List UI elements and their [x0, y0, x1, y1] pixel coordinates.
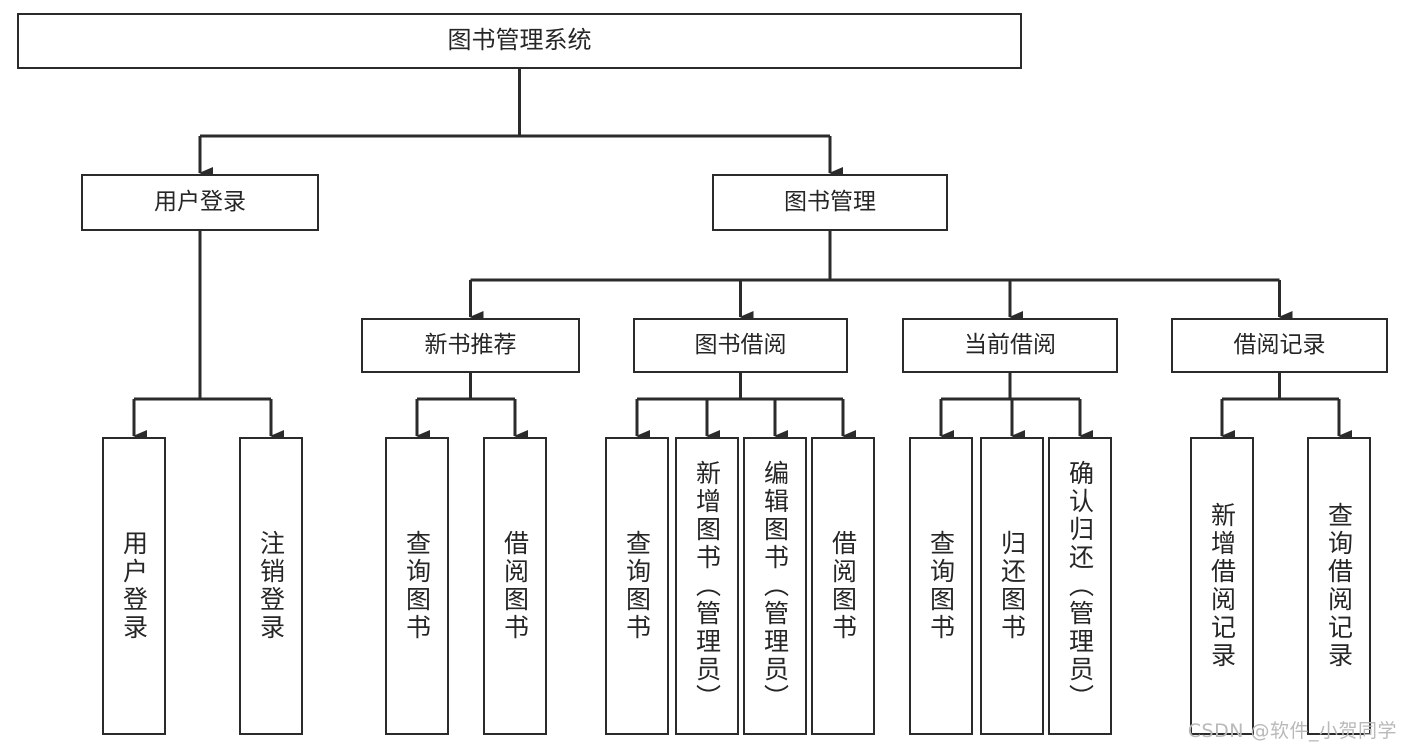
- node-label: 当前借阅: [964, 332, 1056, 359]
- node-leaf-add-record[interactable]: 新增借阅记录: [1190, 437, 1254, 735]
- node-leaf-borrow-book-2[interactable]: 借阅图书: [811, 437, 875, 735]
- node-label: 新增图书（管理员）: [692, 460, 722, 712]
- node-borrow[interactable]: 图书借阅: [633, 318, 848, 373]
- node-label: 注销登录: [256, 530, 286, 642]
- node-leaf-query-book-3[interactable]: 查询图书: [909, 437, 973, 735]
- node-label: 新书推荐: [424, 332, 517, 359]
- node-bookmgmt[interactable]: 图书管理: [712, 174, 948, 231]
- csdn-watermark: CSDN @软件_小贺同学: [1187, 720, 1397, 742]
- node-label: 借阅记录: [1233, 332, 1326, 359]
- node-label: 借阅图书: [500, 530, 530, 642]
- node-label: 归还图书: [997, 530, 1027, 642]
- node-label: 编辑图书（管理员）: [760, 460, 790, 712]
- node-label: 查询借阅记录: [1324, 502, 1354, 670]
- node-label: 新增借阅记录: [1207, 502, 1237, 670]
- node-newbook[interactable]: 新书推荐: [361, 318, 580, 373]
- node-label: 查询图书: [926, 530, 956, 642]
- node-leaf-logout[interactable]: 注销登录: [239, 437, 303, 735]
- node-leaf-user-login[interactable]: 用户登录: [102, 437, 166, 735]
- node-current[interactable]: 当前借阅: [902, 318, 1118, 373]
- node-label: 确认归还（管理员）: [1065, 460, 1095, 712]
- node-root[interactable]: 图书管理系统: [17, 13, 1022, 69]
- node-leaf-edit-book[interactable]: 编辑图书（管理员）: [743, 437, 807, 735]
- node-leaf-query-record[interactable]: 查询借阅记录: [1307, 437, 1371, 735]
- node-label: 查询图书: [402, 530, 432, 642]
- node-leaf-query-book-1[interactable]: 查询图书: [385, 437, 449, 735]
- node-label: 用户登录: [154, 189, 246, 216]
- node-label: 借阅图书: [828, 530, 858, 642]
- node-label: 图书借阅: [694, 332, 787, 359]
- node-leaf-borrow-book-1[interactable]: 借阅图书: [483, 437, 547, 735]
- node-leaf-query-book-2[interactable]: 查询图书: [605, 437, 669, 735]
- node-label: 图书管理: [784, 189, 876, 216]
- node-label: 查询图书: [622, 530, 652, 642]
- node-leaf-confirm-return[interactable]: 确认归还（管理员）: [1048, 437, 1112, 735]
- node-leaf-add-book[interactable]: 新增图书（管理员）: [675, 437, 739, 735]
- node-login[interactable]: 用户登录: [81, 174, 319, 231]
- node-label: 用户登录: [119, 530, 149, 642]
- node-records[interactable]: 借阅记录: [1171, 318, 1388, 373]
- node-label: 图书管理系统: [447, 26, 592, 55]
- node-leaf-return-book[interactable]: 归还图书: [980, 437, 1044, 735]
